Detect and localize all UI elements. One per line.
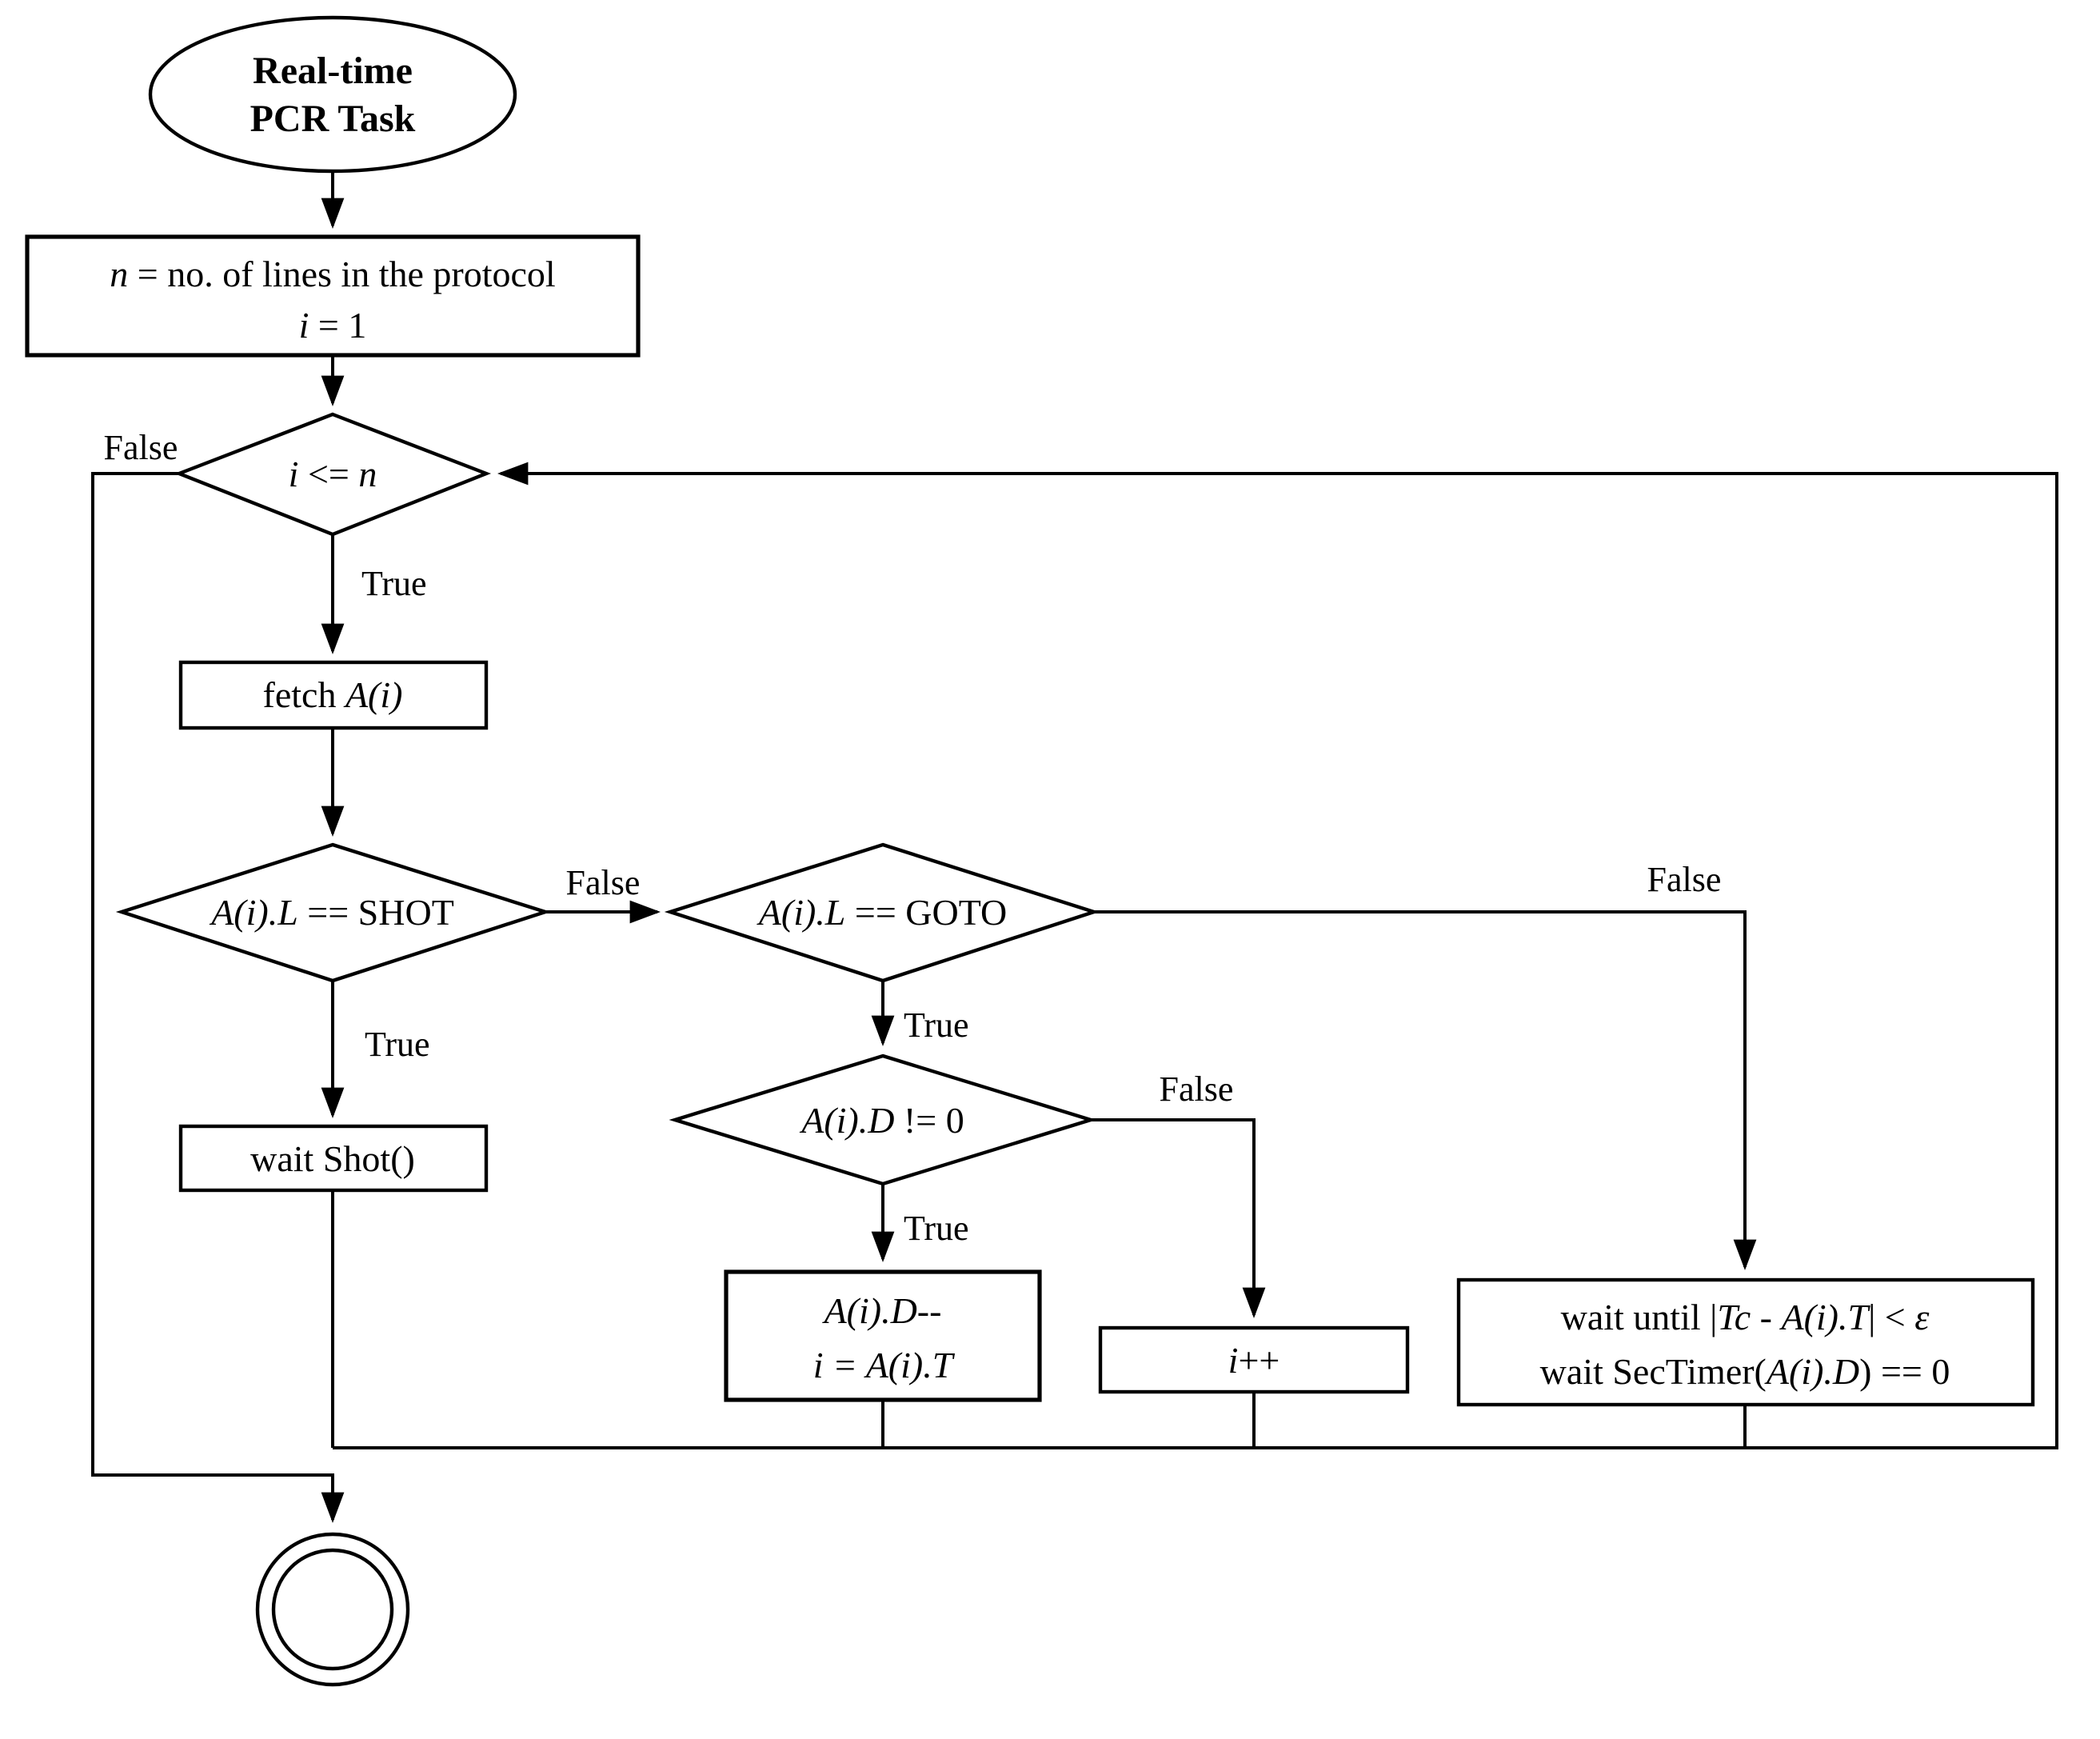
decrement-label-line1: A(i).D--	[822, 1290, 942, 1331]
decrement-label-line2: i = A(i).T	[813, 1345, 956, 1385]
edge-labels-layer: False True False True False True False T…	[104, 428, 1722, 1248]
shot-decision-diamond	[115, 842, 552, 983]
wait-until-process-box	[1456, 1277, 2035, 1407]
decrement-jump-process-box	[724, 1269, 1042, 1402]
increment-process-box	[1098, 1325, 1410, 1394]
wait-until-label-line1: wait until |Tc - A(i).T| < ε	[1561, 1297, 1930, 1337]
edges-layer	[91, 173, 2058, 1523]
fetch-process-box	[178, 660, 489, 730]
delay-check-label: A(i).D != 0	[799, 1100, 964, 1141]
nodes-layer	[25, 15, 2035, 1687]
goto-decision-diamond	[664, 842, 1100, 983]
shot-check-label: A(i).L == SHOT	[209, 892, 454, 933]
init-label-line2: i = 1	[299, 305, 367, 346]
wait-shot-label: wait Shot()	[250, 1138, 415, 1179]
start-terminator-ellipse	[148, 15, 517, 174]
goto-true-label: True	[904, 1005, 969, 1045]
text-layer: Real-time PCR Task n = no. of lines in t…	[110, 50, 1950, 1392]
increment-label: i++	[1228, 1340, 1280, 1381]
goto-false-label: False	[1647, 860, 1722, 899]
loop-false-label: False	[104, 428, 178, 467]
delay-false-label: False	[1160, 1069, 1234, 1109]
init-process-box	[25, 234, 641, 358]
goto-check-label: A(i).L == GOTO	[757, 892, 1007, 933]
edge-goto-false-to-wait-until	[1094, 910, 1757, 1270]
init-label-line1: n = no. of lines in the protocol	[110, 254, 555, 294]
edge-delay-false-to-increment	[1091, 1118, 1266, 1318]
shot-false-label: False	[566, 863, 641, 902]
shot-true-label: True	[365, 1025, 430, 1064]
delay-true-label: True	[904, 1209, 969, 1248]
start-label-line1: Real-time	[253, 50, 413, 92]
delay-decision-diamond	[669, 1053, 1097, 1186]
loop-true-label: True	[361, 564, 427, 603]
loop-condition-diamond	[174, 412, 492, 537]
wait-until-label-line2: wait SecTimer(A(i).D) == 0	[1540, 1351, 1950, 1392]
start-label-line2: PCR Task	[250, 98, 416, 140]
end-terminator-inner-circle	[271, 1548, 394, 1671]
edge-bus-loopback-to-condition	[333, 462, 2058, 1449]
edge-loop-false-to-end	[91, 472, 345, 1523]
fetch-label: fetch A(i)	[263, 674, 403, 715]
loop-condition-label: i <= n	[289, 454, 377, 494]
wait-shot-process-box	[178, 1124, 489, 1193]
